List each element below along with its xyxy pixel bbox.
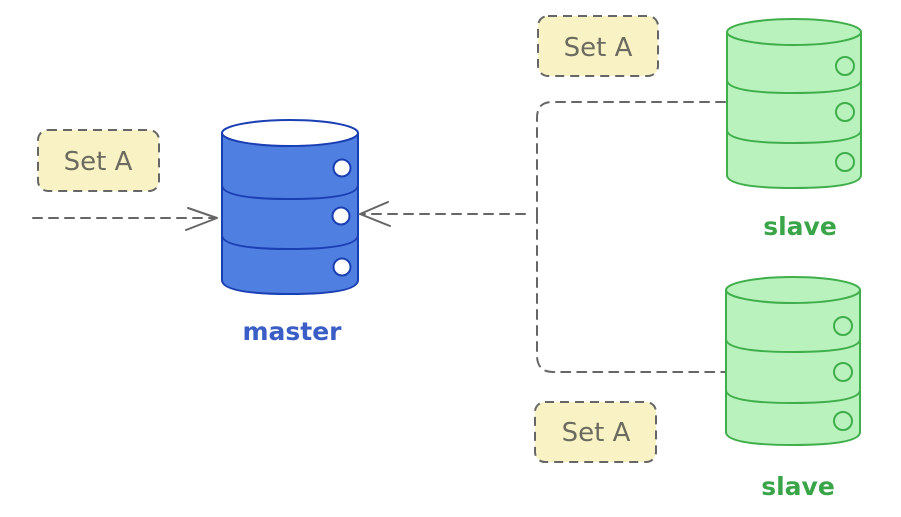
note-top-right: Set A — [537, 15, 659, 77]
incoming-arrowhead — [185, 207, 218, 231]
arrowheads — [185, 201, 391, 231]
slave-bottom-database-icon — [725, 276, 861, 447]
note-left: Set A — [37, 129, 160, 192]
note-bottom-right: Set A — [534, 401, 657, 463]
slave-bottom-label: slave — [761, 472, 835, 501]
replication-branch-bottom — [536, 213, 728, 373]
replication-branch-top — [536, 101, 726, 215]
note-top-right-text: Set A — [564, 33, 633, 63]
master-database-icon — [221, 119, 359, 296]
connectors — [32, 101, 728, 373]
note-left-text: Set A — [64, 147, 133, 177]
master-label: master — [242, 317, 342, 346]
slave-top-database-icon — [726, 18, 862, 190]
master-arrowhead — [359, 201, 391, 227]
slave-top-label: slave — [763, 212, 837, 241]
note-bottom-right-text: Set A — [562, 418, 631, 448]
